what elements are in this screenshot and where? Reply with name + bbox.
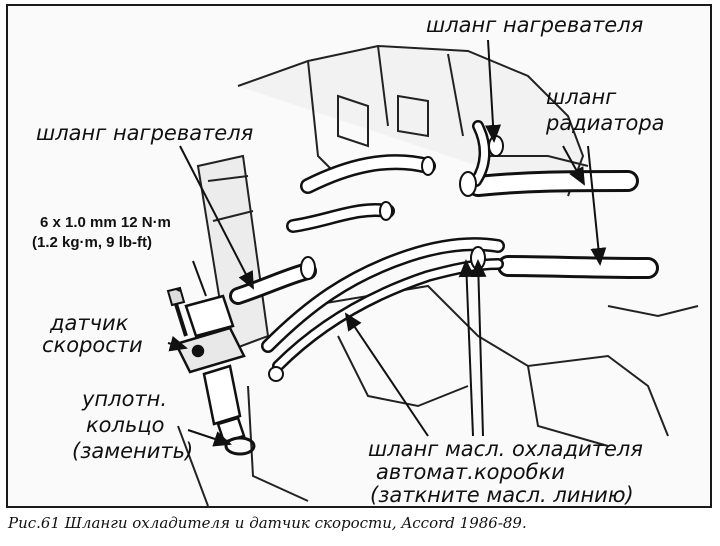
hoses <box>229 120 659 372</box>
bolt <box>166 286 188 337</box>
label-radiator-hose-line2: радиатора <box>546 111 665 135</box>
label-heater-hose-left: шланг нагревателя <box>36 121 254 145</box>
leader-lines <box>167 39 607 447</box>
engine-diagram <box>166 39 699 506</box>
label-oil-cooler-line1: шланг масл. охладителя <box>368 437 643 461</box>
label-bolt-spec-line2: (1.2 kg·m, 9 lb-ft) <box>32 234 153 251</box>
label-oil-cooler-line3: (заткните масл. линию) <box>370 483 634 507</box>
speed-sensor <box>174 260 246 444</box>
label-o-ring-line2: кольцо <box>86 413 165 437</box>
o-ring <box>224 436 256 456</box>
engine-block <box>177 44 699 506</box>
label-radiator-hose-line1: шланг <box>546 85 617 109</box>
figure-caption: Рис.61 Шланги охладителя и датчик скорос… <box>8 514 527 532</box>
label-bolt-spec-line1: 6 x 1.0 mm 12 N·m <box>40 214 171 231</box>
label-o-ring-line1: уплотн. <box>82 387 168 411</box>
label-o-ring-line3: (заменить) <box>72 439 194 463</box>
label-oil-cooler-line2: автомат.коробки <box>376 460 565 484</box>
label-heater-hose-top: шланг нагревателя <box>426 13 644 37</box>
label-speed-sensor-line2: скорости <box>42 333 143 357</box>
label-speed-sensor-line1: датчик <box>50 311 129 335</box>
diagram-frame: шланг нагревателя шланг радиатора шланг … <box>6 4 712 508</box>
